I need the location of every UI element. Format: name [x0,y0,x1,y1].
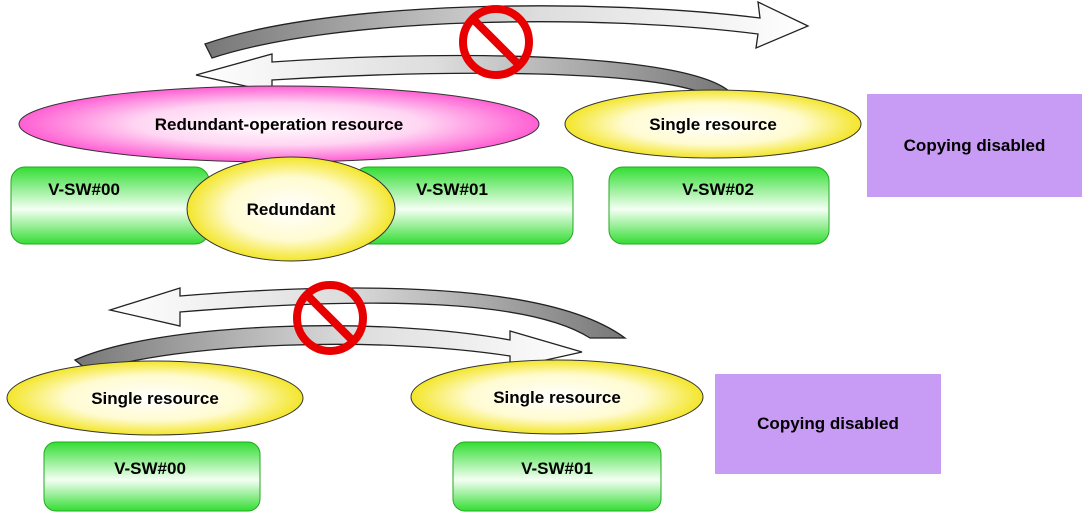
redundant-operation-resource-label: Redundant-operation resource [155,115,403,134]
redundant-label: Redundant [247,200,336,219]
single-resource-label: Single resource [91,389,219,408]
curved-arrow-icon [195,53,732,93]
curved-arrow-icon [107,287,627,339]
switch-label: V-SW#00 [48,180,120,199]
switch-label: V-SW#02 [682,180,754,199]
prohibited-icon [293,281,367,355]
curved-arrow-icon [73,325,583,373]
prohibited-icon [459,5,533,79]
single-resource-node: Single resource [410,359,704,435]
single-resource-label: Single resource [649,115,777,134]
redundant-operation-resource-node: Redundant-operation resource [18,85,540,163]
switch-node: V-SW#00 [10,166,210,245]
switch-node: V-SW#01 [452,441,662,512]
single-resource-node: Single resource [564,89,862,159]
single-resource-node: Single resource [6,360,304,436]
switch-label: V-SW#01 [521,459,593,478]
copying-disabled-note: Copying disabled [715,374,941,474]
switch-label: V-SW#01 [416,180,488,199]
switch-node: V-SW#00 [43,441,261,512]
curved-arrow-icon [204,0,810,59]
switch-node: V-SW#02 [608,166,830,245]
switch-label: V-SW#00 [114,459,186,478]
single-resource-label: Single resource [493,388,621,407]
copying-disabled-note: Copying disabled [867,94,1082,197]
redundant-node: Redundant [186,156,396,262]
